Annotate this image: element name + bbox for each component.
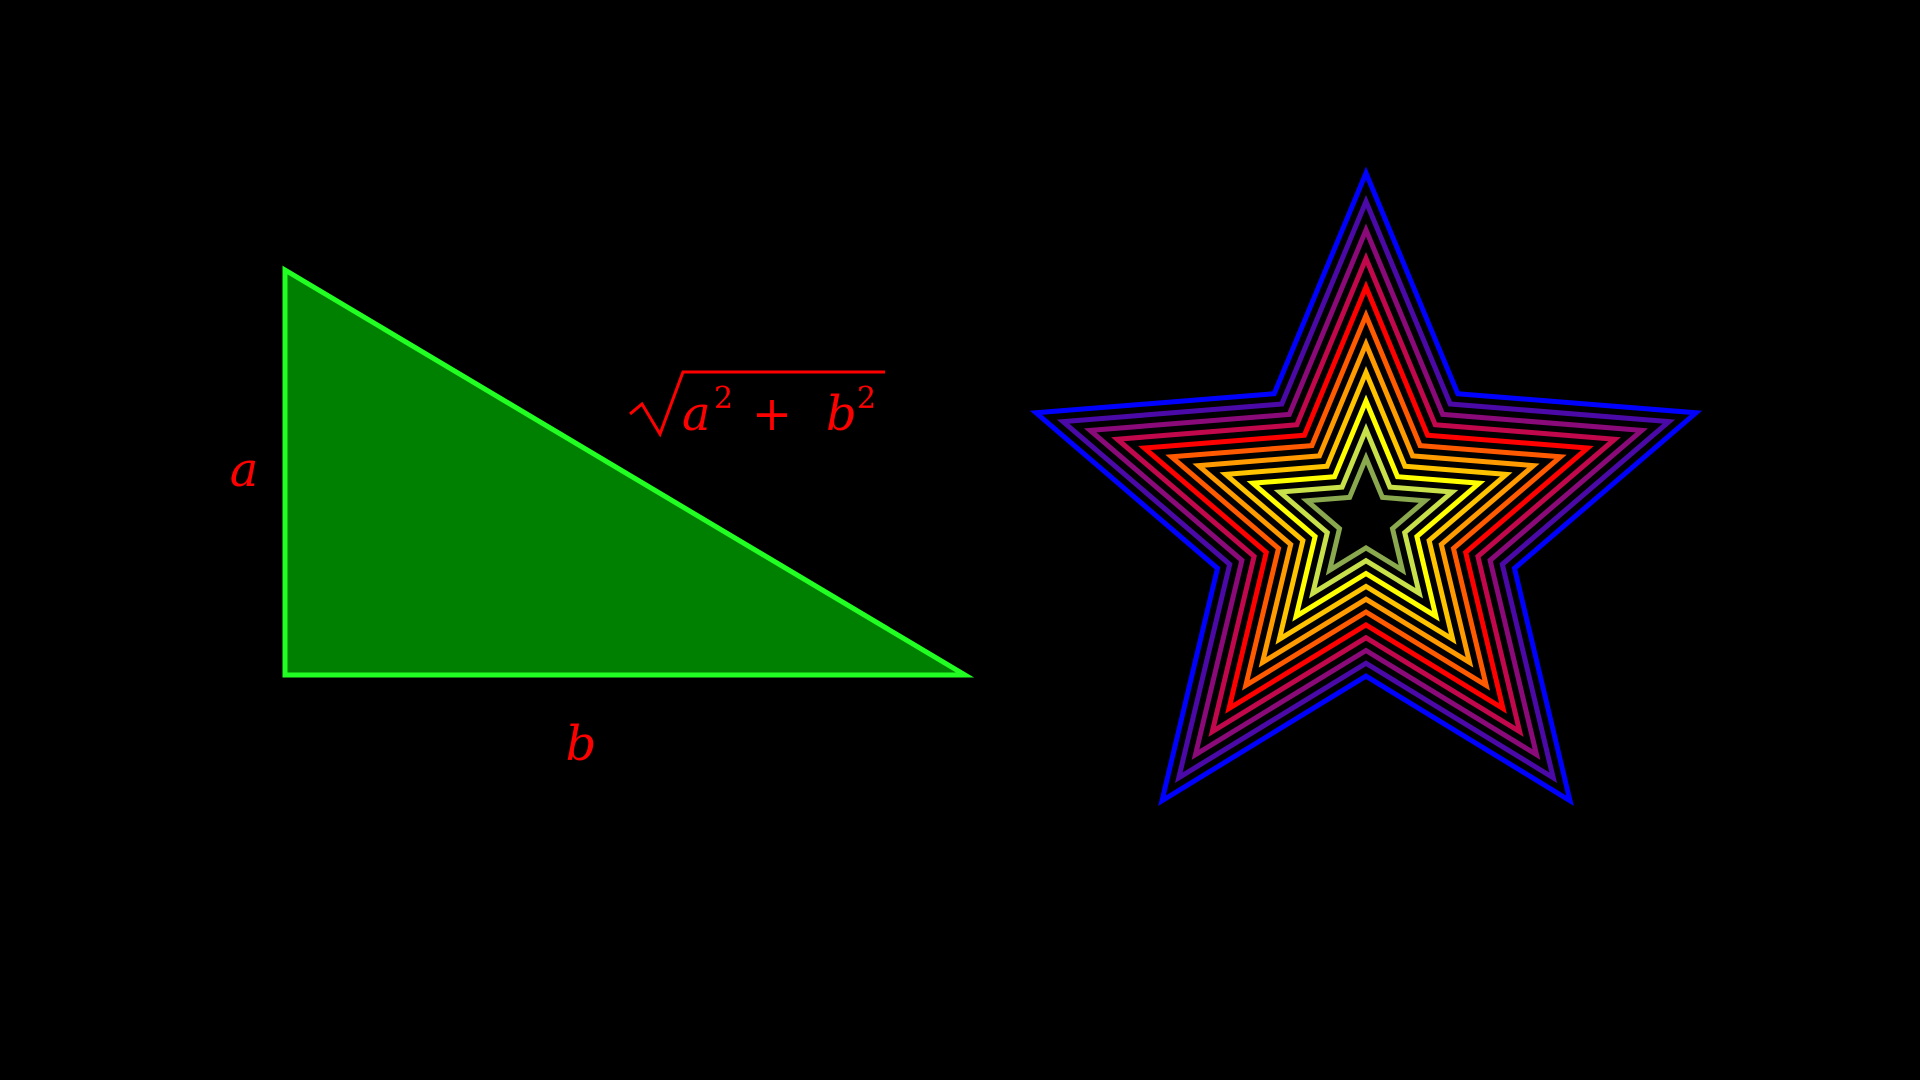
hypotenuse-var-b: b bbox=[826, 386, 857, 442]
star-ring-10 bbox=[1273, 422, 1459, 599]
hypotenuse-exp-b: 2 bbox=[857, 381, 876, 416]
star-ring-6 bbox=[1165, 308, 1567, 691]
star-ring-3 bbox=[1084, 223, 1648, 760]
right-triangle bbox=[282, 265, 975, 678]
star-ring-2 bbox=[1056, 194, 1676, 783]
hypotenuse-label: a 2 + b 2 bbox=[629, 370, 885, 442]
concentric-star-group bbox=[1029, 166, 1703, 806]
hypotenuse-var-a: a bbox=[682, 386, 711, 442]
side-a-label: a bbox=[230, 442, 259, 498]
star-ring-7 bbox=[1192, 337, 1540, 668]
star-ring-9 bbox=[1246, 394, 1486, 622]
square-root-sign bbox=[629, 370, 885, 438]
hypotenuse-plus: + bbox=[752, 386, 792, 442]
side-b-label: b bbox=[566, 716, 597, 772]
star-ring-1 bbox=[1029, 166, 1703, 806]
star-ring-4 bbox=[1111, 251, 1621, 737]
hypotenuse-exp-a: 2 bbox=[714, 381, 733, 416]
star-ring-5 bbox=[1138, 280, 1594, 714]
star-ring-11 bbox=[1300, 451, 1432, 576]
star-ring-8 bbox=[1219, 365, 1513, 645]
